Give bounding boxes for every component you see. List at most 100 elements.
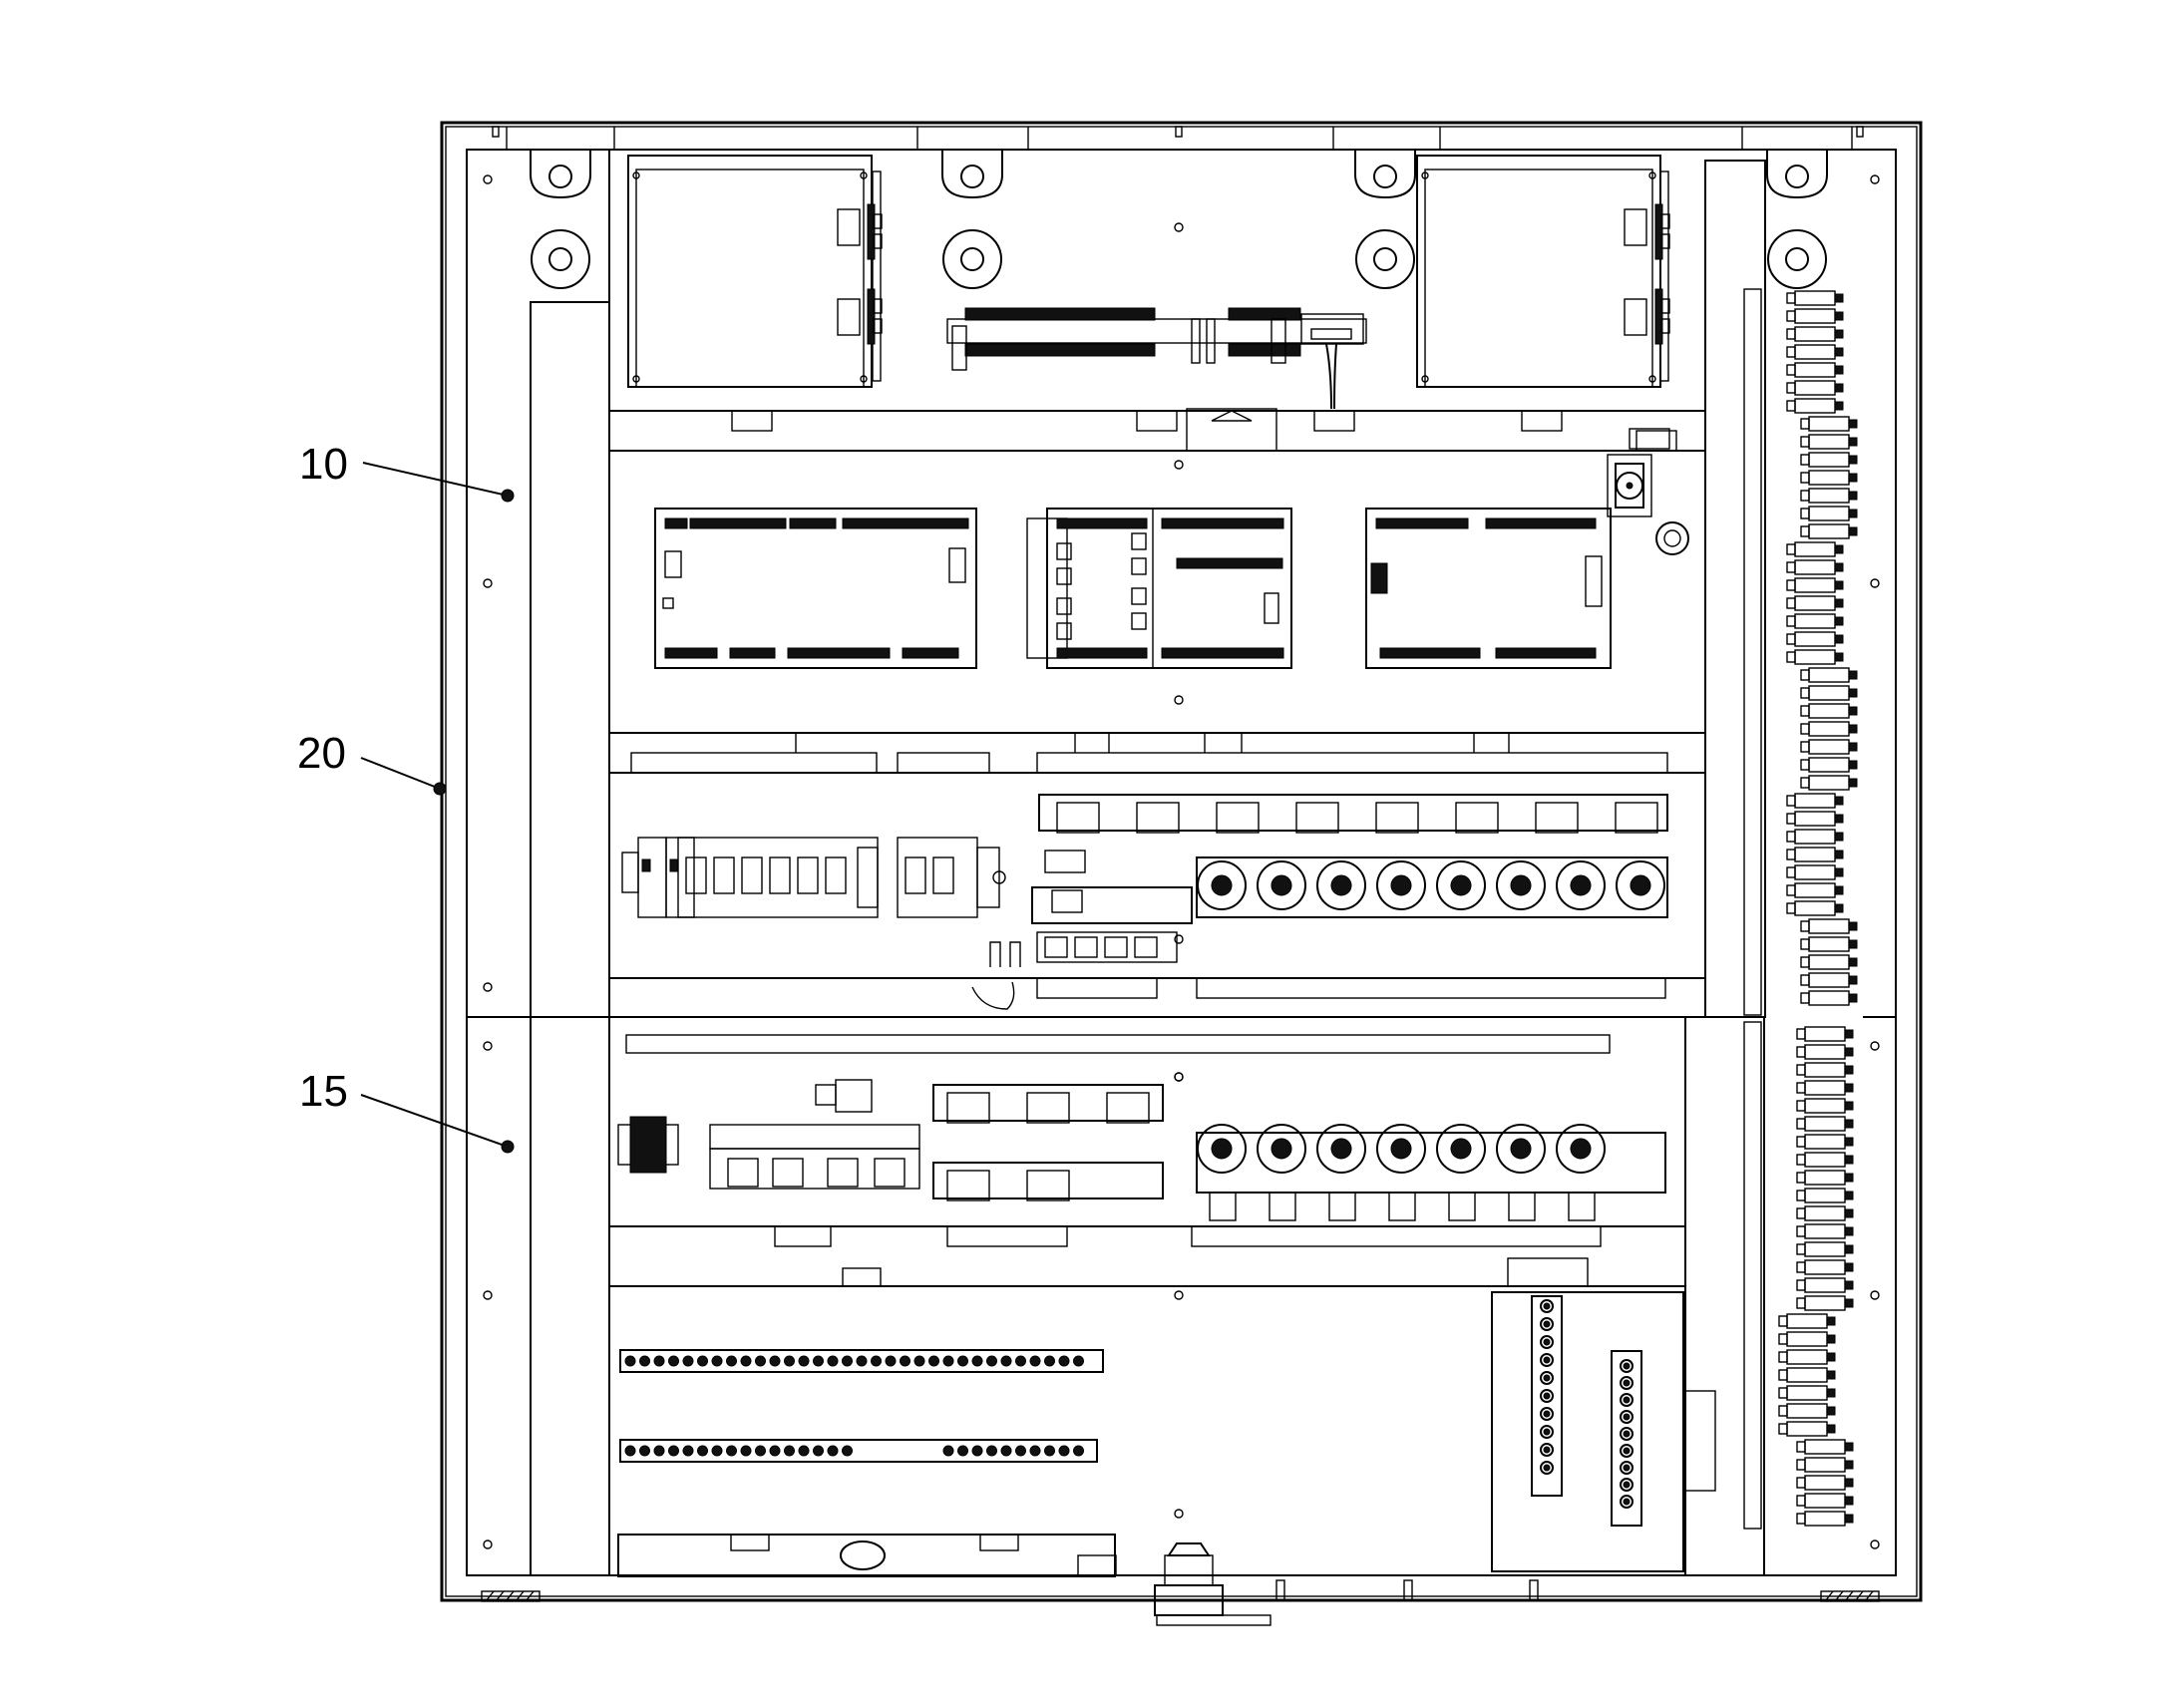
bar-hole bbox=[856, 1355, 868, 1367]
ground-hole-center bbox=[1623, 1362, 1631, 1370]
bar-hole bbox=[1000, 1355, 1012, 1367]
terminal bbox=[1804, 1439, 1846, 1455]
terminal bbox=[1804, 1259, 1846, 1275]
terminal-screw bbox=[1844, 1065, 1854, 1075]
ground-hole-center bbox=[1543, 1464, 1551, 1472]
terminal-clip bbox=[1800, 992, 1810, 1004]
terminal bbox=[1794, 308, 1836, 324]
terminal bbox=[1808, 434, 1850, 450]
terminal-strip-right-upper bbox=[1786, 290, 1858, 1006]
terminal-screw bbox=[1844, 1226, 1854, 1236]
terminal-bars bbox=[617, 1349, 1117, 1577]
terminal bbox=[1804, 1098, 1846, 1114]
terminal-clip bbox=[1786, 310, 1796, 322]
terminal-clip bbox=[1786, 346, 1796, 358]
terminal-clip bbox=[1786, 292, 1796, 304]
terminal-screw bbox=[1826, 1316, 1836, 1326]
terminal-clip bbox=[1800, 723, 1810, 735]
panel-connector bbox=[1607, 428, 1689, 555]
ground-hole bbox=[1620, 1461, 1634, 1475]
terminal-screw bbox=[1834, 903, 1844, 913]
terminal bbox=[1794, 631, 1836, 647]
bar-hole bbox=[682, 1355, 694, 1367]
terminal-screw bbox=[1826, 1424, 1836, 1434]
bar-hole bbox=[726, 1445, 737, 1457]
ref-label-10: 10 bbox=[299, 440, 348, 489]
terminal-screw bbox=[1848, 939, 1858, 949]
terminal bbox=[1794, 577, 1836, 593]
terminal bbox=[1808, 667, 1850, 683]
terminal bbox=[1804, 1511, 1846, 1527]
ground-hole-center bbox=[1543, 1410, 1551, 1418]
bar-hole bbox=[928, 1355, 939, 1367]
terminal-clip bbox=[1800, 669, 1810, 681]
terminal-clip bbox=[1800, 777, 1810, 789]
terminal-screw bbox=[1844, 1101, 1854, 1111]
terminal bbox=[1808, 775, 1850, 791]
terminal-clip bbox=[1778, 1387, 1788, 1399]
terminal-screw bbox=[1826, 1388, 1836, 1398]
bar-hole bbox=[697, 1355, 708, 1367]
bar-hole bbox=[711, 1445, 723, 1457]
terminal bbox=[1786, 1313, 1828, 1329]
bar-hole bbox=[842, 1445, 853, 1457]
terminal-clip bbox=[1786, 866, 1796, 878]
terminal-screw bbox=[1844, 1262, 1854, 1272]
terminal-clip bbox=[1800, 705, 1810, 717]
bar-hole bbox=[827, 1355, 839, 1367]
terminal-clip bbox=[1800, 687, 1810, 699]
terminal-screw bbox=[1834, 885, 1844, 895]
wire-duct-row-3 bbox=[608, 977, 1706, 1018]
terminal-screw bbox=[1844, 1442, 1854, 1452]
bar-hole bbox=[653, 1355, 665, 1367]
ground-hole-center bbox=[1543, 1374, 1551, 1382]
terminal-clip bbox=[1800, 418, 1810, 430]
ground-hole bbox=[1620, 1427, 1634, 1441]
bar-hole bbox=[827, 1445, 839, 1457]
bar-hole bbox=[1058, 1445, 1070, 1457]
terminal bbox=[1794, 829, 1836, 845]
terminal-screw bbox=[1834, 329, 1844, 339]
callout-20: 20 bbox=[297, 729, 447, 796]
terminal-screw bbox=[1848, 509, 1858, 518]
bar-hole bbox=[813, 1355, 824, 1367]
terminal-clip bbox=[1786, 597, 1796, 609]
terminal bbox=[1804, 1457, 1846, 1473]
callout-15: 15 bbox=[299, 1067, 515, 1154]
terminal-screw bbox=[1848, 670, 1858, 680]
terminal bbox=[1786, 1367, 1828, 1383]
terminal-screw bbox=[1834, 616, 1844, 626]
ground-hole bbox=[1540, 1461, 1554, 1475]
bar-hole bbox=[1044, 1355, 1055, 1367]
terminal bbox=[1794, 362, 1836, 378]
terminal bbox=[1786, 1385, 1828, 1401]
terminal-screw bbox=[1826, 1352, 1836, 1362]
ground-hole bbox=[1540, 1371, 1554, 1385]
terminal-clip bbox=[1800, 508, 1810, 519]
terminal-screw bbox=[1848, 957, 1858, 967]
bar-hole bbox=[957, 1445, 968, 1457]
bar-hole bbox=[769, 1355, 781, 1367]
bar-hole bbox=[711, 1355, 723, 1367]
terminal bbox=[1808, 936, 1850, 952]
ground-hole bbox=[1540, 1389, 1554, 1403]
ground-hole bbox=[1540, 1443, 1554, 1457]
terminal bbox=[1808, 757, 1850, 773]
ground-hole-center bbox=[1543, 1392, 1551, 1400]
bar-hole bbox=[697, 1445, 708, 1457]
terminal-clip bbox=[1800, 956, 1810, 968]
ground-hole-center bbox=[1543, 1356, 1551, 1364]
bar-hole bbox=[1044, 1445, 1055, 1457]
terminal bbox=[1804, 1170, 1846, 1186]
bar-hole bbox=[813, 1445, 824, 1457]
ground-hole bbox=[1620, 1444, 1634, 1458]
terminal-clip bbox=[1800, 454, 1810, 466]
terminal-clip bbox=[1796, 1172, 1806, 1184]
terminal-clip bbox=[1796, 1459, 1806, 1471]
terminal-screw bbox=[1834, 598, 1844, 608]
terminal-screw bbox=[1844, 1083, 1854, 1093]
terminal bbox=[1794, 864, 1836, 880]
terminal bbox=[1794, 793, 1836, 809]
ground-hole bbox=[1620, 1359, 1634, 1373]
terminal bbox=[1786, 1421, 1828, 1437]
